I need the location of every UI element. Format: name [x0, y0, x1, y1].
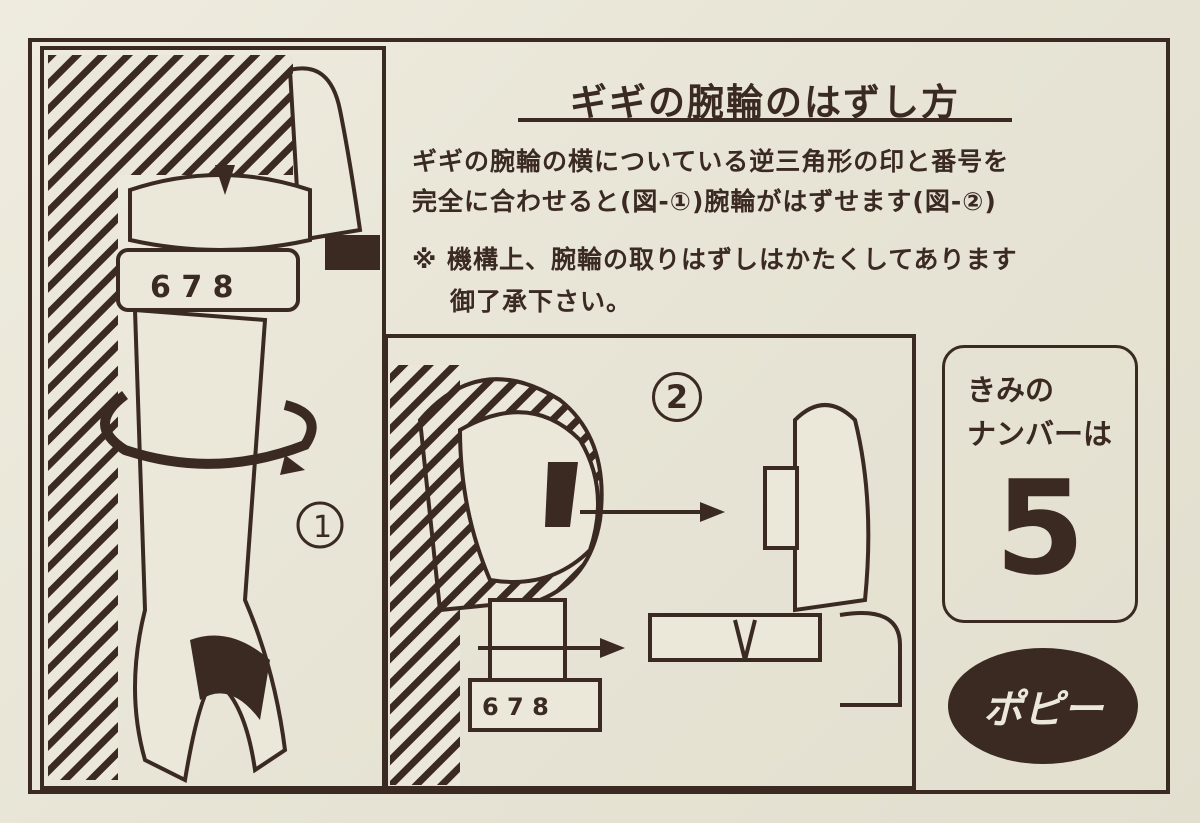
note-line-2: 御了承下さい。 — [450, 287, 633, 316]
fig1-label: 1 — [313, 510, 332, 545]
dial-numbers-fig1: 6 7 8 — [150, 270, 234, 305]
number-label-line-2: ナンバーは — [967, 417, 1113, 451]
figure-1-panel: 6 7 8 1 — [40, 46, 386, 790]
body-line-1: ギギの腕輪の横についている逆三角形の印と番号を — [412, 147, 1010, 176]
dial-numbers-fig2: 6 7 8 — [482, 693, 549, 721]
number-label: きみの ナンバーは — [967, 368, 1112, 456]
popy-logo: ポピー — [948, 648, 1138, 764]
outer-border — [28, 38, 1170, 794]
your-number: 5 — [994, 452, 1086, 604]
note-line-1: ※ 機構上、腕輪の取りはずしはかたくしてあります — [412, 245, 1018, 274]
number-box: きみの ナンバーは 5 — [942, 345, 1138, 623]
fig2-label: 2 — [652, 372, 702, 422]
figure-2-panel: 6 7 8 — [384, 334, 916, 790]
page-title: ギギの腕輪のはずし方 — [570, 81, 960, 124]
body-line-2: 完全に合わせると(図-①)腕輪がはずせます(図-②) — [412, 187, 997, 216]
title-underline — [518, 118, 1012, 122]
number-label-line-1: きみの — [967, 373, 1055, 407]
